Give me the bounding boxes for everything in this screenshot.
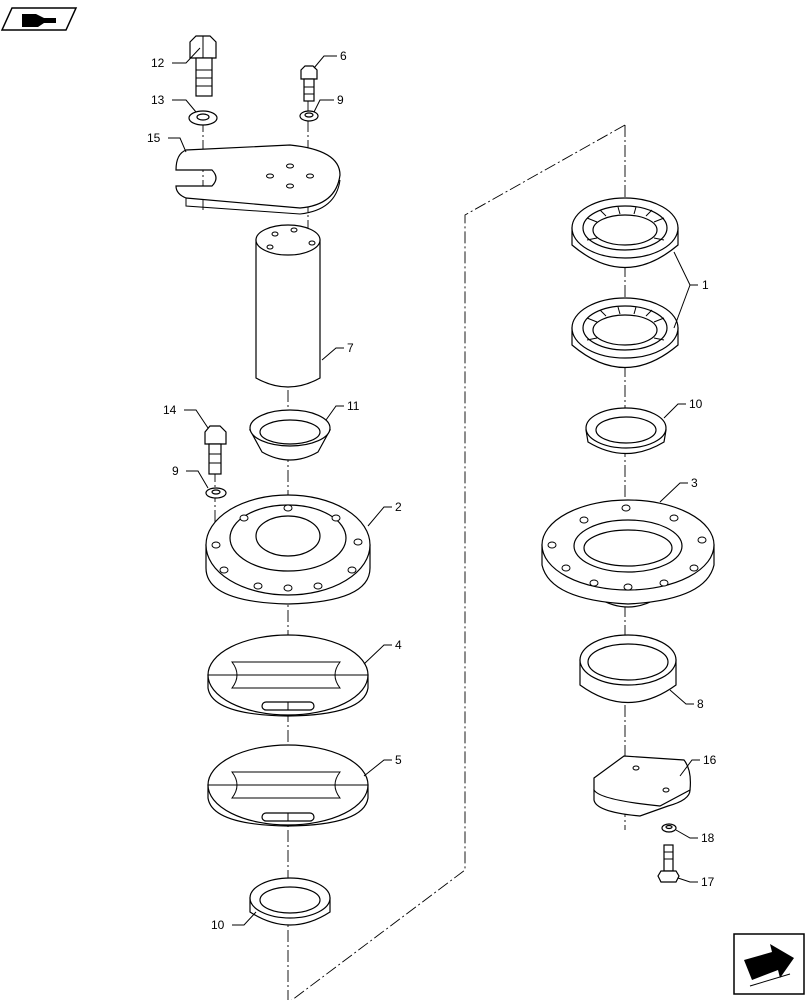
callout-15: 15: [147, 131, 161, 145]
callout-17: 17: [701, 875, 715, 889]
part-12-hex-bolt: [189, 35, 217, 97]
callout-5: 5: [395, 753, 402, 767]
part-10-ring-lower: [249, 877, 331, 926]
callout-9-top: 9: [337, 93, 344, 107]
part-7-pin-cylinder: [255, 224, 321, 388]
next-arrow-icon[interactable]: [733, 933, 805, 995]
part-4-split-shim: [207, 634, 369, 717]
hand-pointer-icon[interactable]: [0, 7, 78, 31]
part-11-bushing: [248, 409, 332, 461]
part-9-small-washer-mid: [205, 487, 227, 499]
leader-lines: [168, 47, 700, 926]
part-6-small-bolt: [300, 65, 318, 102]
callout-12: 12: [151, 56, 165, 70]
part-5-split-shim: [207, 744, 369, 827]
part-14-bolt: [204, 425, 227, 475]
callout-3: 3: [691, 476, 698, 490]
callout-18: 18: [701, 831, 715, 845]
callout-7: 7: [347, 341, 354, 355]
part-9-small-washer: [299, 110, 319, 122]
callout-10-bottom: 10: [211, 918, 225, 932]
callout-1: 1: [702, 278, 709, 292]
callout-10-right: 10: [689, 397, 703, 411]
part-1-bearing-lower: [571, 297, 679, 369]
part-2-flange-housing: [205, 494, 371, 605]
callout-14: 14: [163, 403, 177, 417]
callout-labels: 1 2 3 4 5 6 7 8 9 9 10 10 11 12 13 14 15…: [147, 49, 717, 932]
callout-11: 11: [347, 399, 360, 413]
part-8-bearing-cup: [579, 634, 677, 703]
callout-9-mid: 9: [172, 464, 179, 478]
part-10-ring-upper: [585, 407, 667, 455]
part-1-bearing-upper: [571, 197, 679, 269]
part-15-fork-plate: [175, 144, 341, 215]
part-13-washer: [188, 110, 218, 126]
part-17-small-bolt: [657, 844, 680, 883]
callout-16: 16: [703, 753, 717, 767]
callout-13: 13: [151, 93, 165, 107]
part-3-hub: [541, 499, 715, 608]
callout-6: 6: [340, 49, 347, 63]
callout-2: 2: [395, 500, 402, 514]
part-16-lock-plate: [593, 755, 691, 817]
callout-4: 4: [395, 638, 402, 652]
callout-8: 8: [697, 697, 704, 711]
part-18-washer: [661, 823, 677, 833]
